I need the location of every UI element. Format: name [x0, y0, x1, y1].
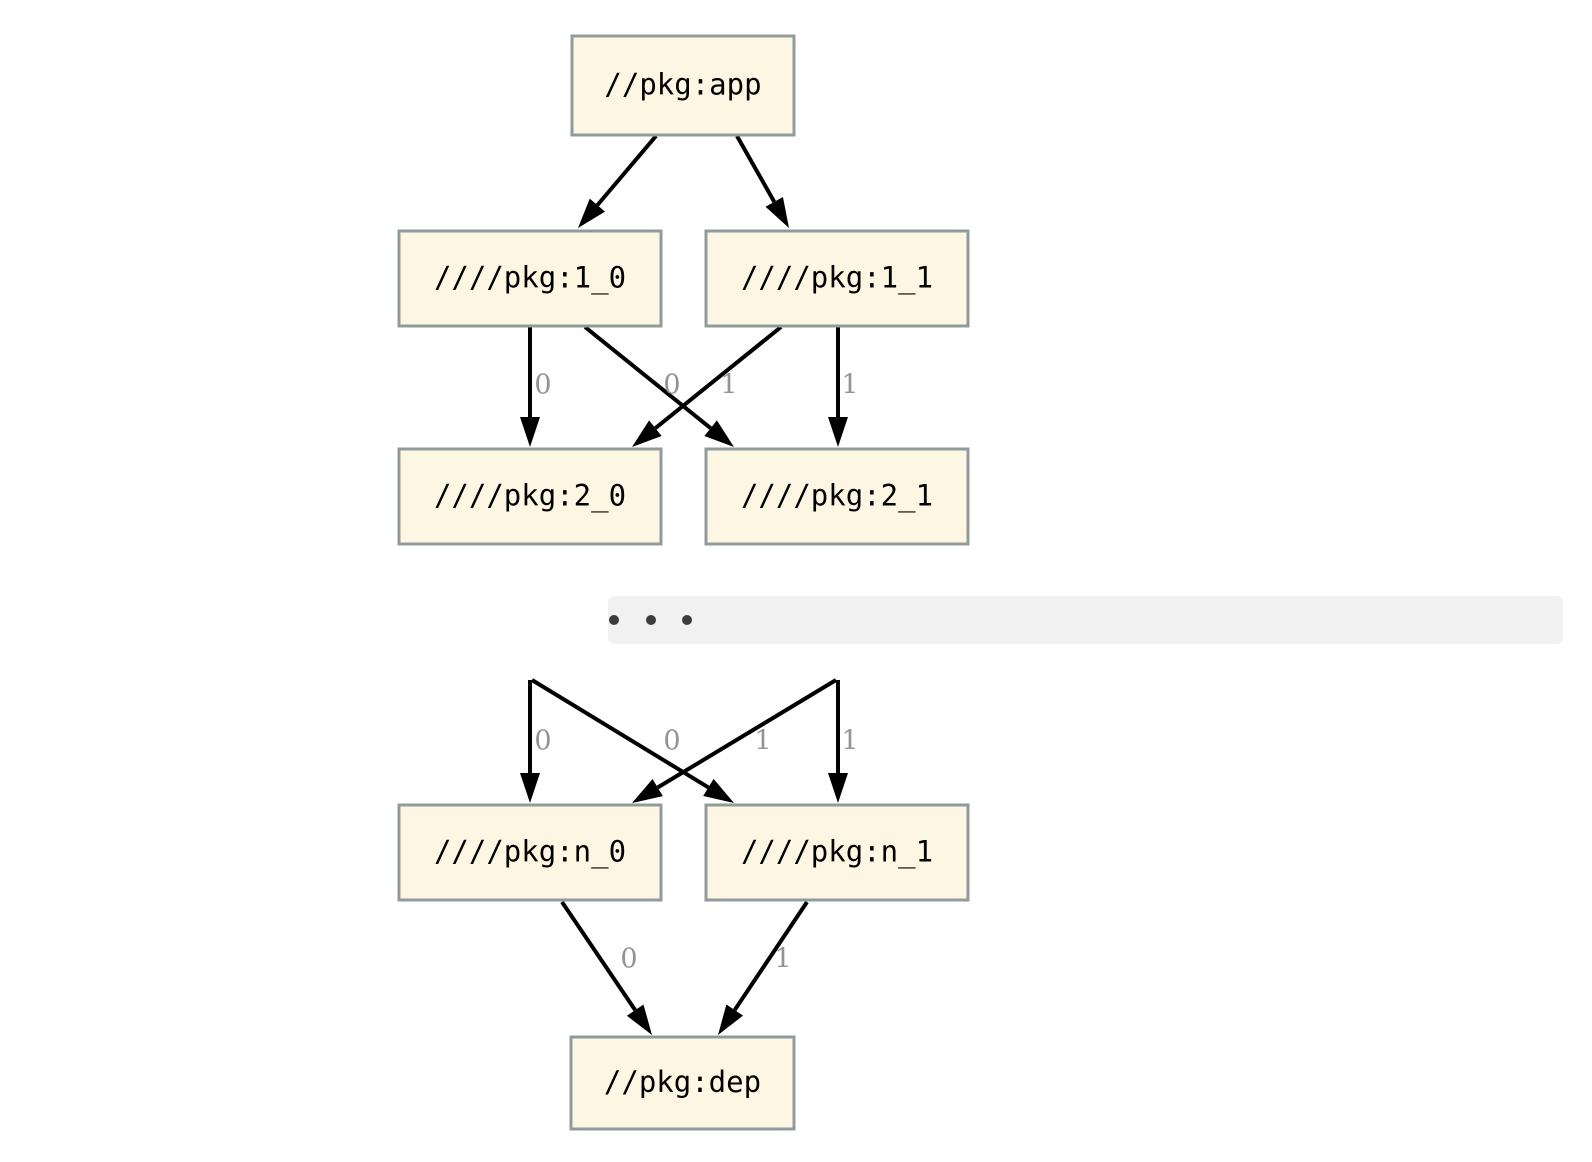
node-label: //pkg:app	[604, 68, 761, 102]
edge-label: 1	[841, 370, 858, 401]
node-app[interactable]: //pkg:app	[570, 34, 796, 137]
node-n2_1[interactable]: ////pkg:2_1	[704, 447, 970, 546]
edge-label: 1	[754, 726, 771, 757]
ellipsis-dot-1	[646, 615, 656, 625]
ellipsis-layer	[608, 596, 1563, 644]
node-box[interactable]	[704, 447, 970, 546]
node-n1_0[interactable]: ////pkg:1_0	[397, 229, 663, 328]
ellipsis-dot-2	[682, 615, 692, 625]
edge-line	[583, 325, 712, 430]
edge-arrowhead	[520, 773, 540, 803]
edge-e-dangle-n_0b: 1	[632, 678, 838, 803]
edge-e-n_1-dep: 1	[718, 900, 809, 1035]
edge-layer: 0 0 1 1 0 0 1 1 0 1	[520, 134, 859, 1035]
edge-line	[595, 134, 658, 207]
edge-arrowhead	[520, 417, 540, 447]
node-nn_0[interactable]: ////pkg:n_0	[397, 803, 663, 902]
edge-arrowhead	[632, 778, 663, 803]
edge-label: 0	[534, 726, 551, 757]
edge-line	[656, 678, 838, 790]
edge-arrowhead	[828, 773, 848, 803]
edge-label: 0	[663, 726, 680, 757]
node-nn_1[interactable]: ////pkg:n_1	[704, 803, 970, 902]
edge-arrowhead	[703, 778, 734, 803]
node-box[interactable]	[397, 229, 663, 328]
edge-label: 1	[720, 370, 737, 401]
edge-e-app-1_1	[735, 135, 789, 228]
edge-label: 1	[774, 944, 791, 975]
edge-e-1_1-2_0: 1	[632, 325, 783, 447]
ellipsis-bar	[608, 596, 1563, 644]
edge-e-1_0-2_0: 0	[520, 327, 552, 447]
edge-arrowhead	[704, 420, 734, 447]
edge-line	[560, 900, 637, 1012]
node-label: ////pkg:1_0	[434, 261, 626, 296]
edge-arrowhead	[632, 420, 662, 447]
edge-arrowhead	[578, 198, 606, 228]
edge-e-dangle-n_1: 1	[828, 680, 859, 803]
edge-arrowhead	[626, 1004, 652, 1035]
edge-label: 1	[841, 726, 858, 757]
node-box[interactable]	[397, 447, 663, 546]
node-label: ////pkg:n_1	[741, 835, 933, 870]
edge-e-dangle-n_1b: 0	[530, 678, 734, 803]
node-label: ////pkg:2_0	[434, 479, 626, 514]
node-box[interactable]	[569, 1035, 796, 1131]
node-layer: //pkg:app ////pkg:1_0 ////pkg:1_1 ////pkg:2…	[397, 34, 970, 1131]
node-label: ////pkg:n_0	[434, 835, 626, 870]
edge-line	[735, 135, 776, 203]
edge-line	[733, 900, 809, 1012]
node-box[interactable]	[397, 803, 663, 902]
node-label: ////pkg:2_1	[741, 479, 933, 514]
edge-e-1_0-2_1: 0	[583, 325, 734, 447]
edge-e-app-1_0	[578, 134, 658, 228]
edge-label: 0	[663, 370, 680, 401]
ellipsis-dot-0	[609, 615, 619, 625]
node-label: ////pkg:1_1	[741, 261, 933, 296]
edge-line	[530, 678, 710, 790]
edge-label: 0	[534, 370, 551, 401]
node-box[interactable]	[570, 34, 796, 137]
edge-e-1_1-2_1: 1	[828, 327, 859, 447]
node-label: //pkg:dep	[604, 1065, 761, 1099]
node-n1_1[interactable]: ////pkg:1_1	[704, 229, 970, 328]
edge-arrowhead	[828, 417, 848, 447]
node-box[interactable]	[704, 803, 970, 902]
node-n2_0[interactable]: ////pkg:2_0	[397, 447, 663, 546]
node-box[interactable]	[704, 229, 970, 328]
edge-arrowhead	[718, 1004, 743, 1035]
edge-line	[654, 325, 783, 430]
edge-e-dangle-n_0: 0	[520, 680, 552, 803]
edge-e-n_0-dep: 0	[560, 900, 652, 1035]
edge-label: 0	[620, 944, 637, 975]
edge-arrowhead	[765, 196, 789, 228]
node-dep[interactable]: //pkg:dep	[569, 1035, 796, 1131]
